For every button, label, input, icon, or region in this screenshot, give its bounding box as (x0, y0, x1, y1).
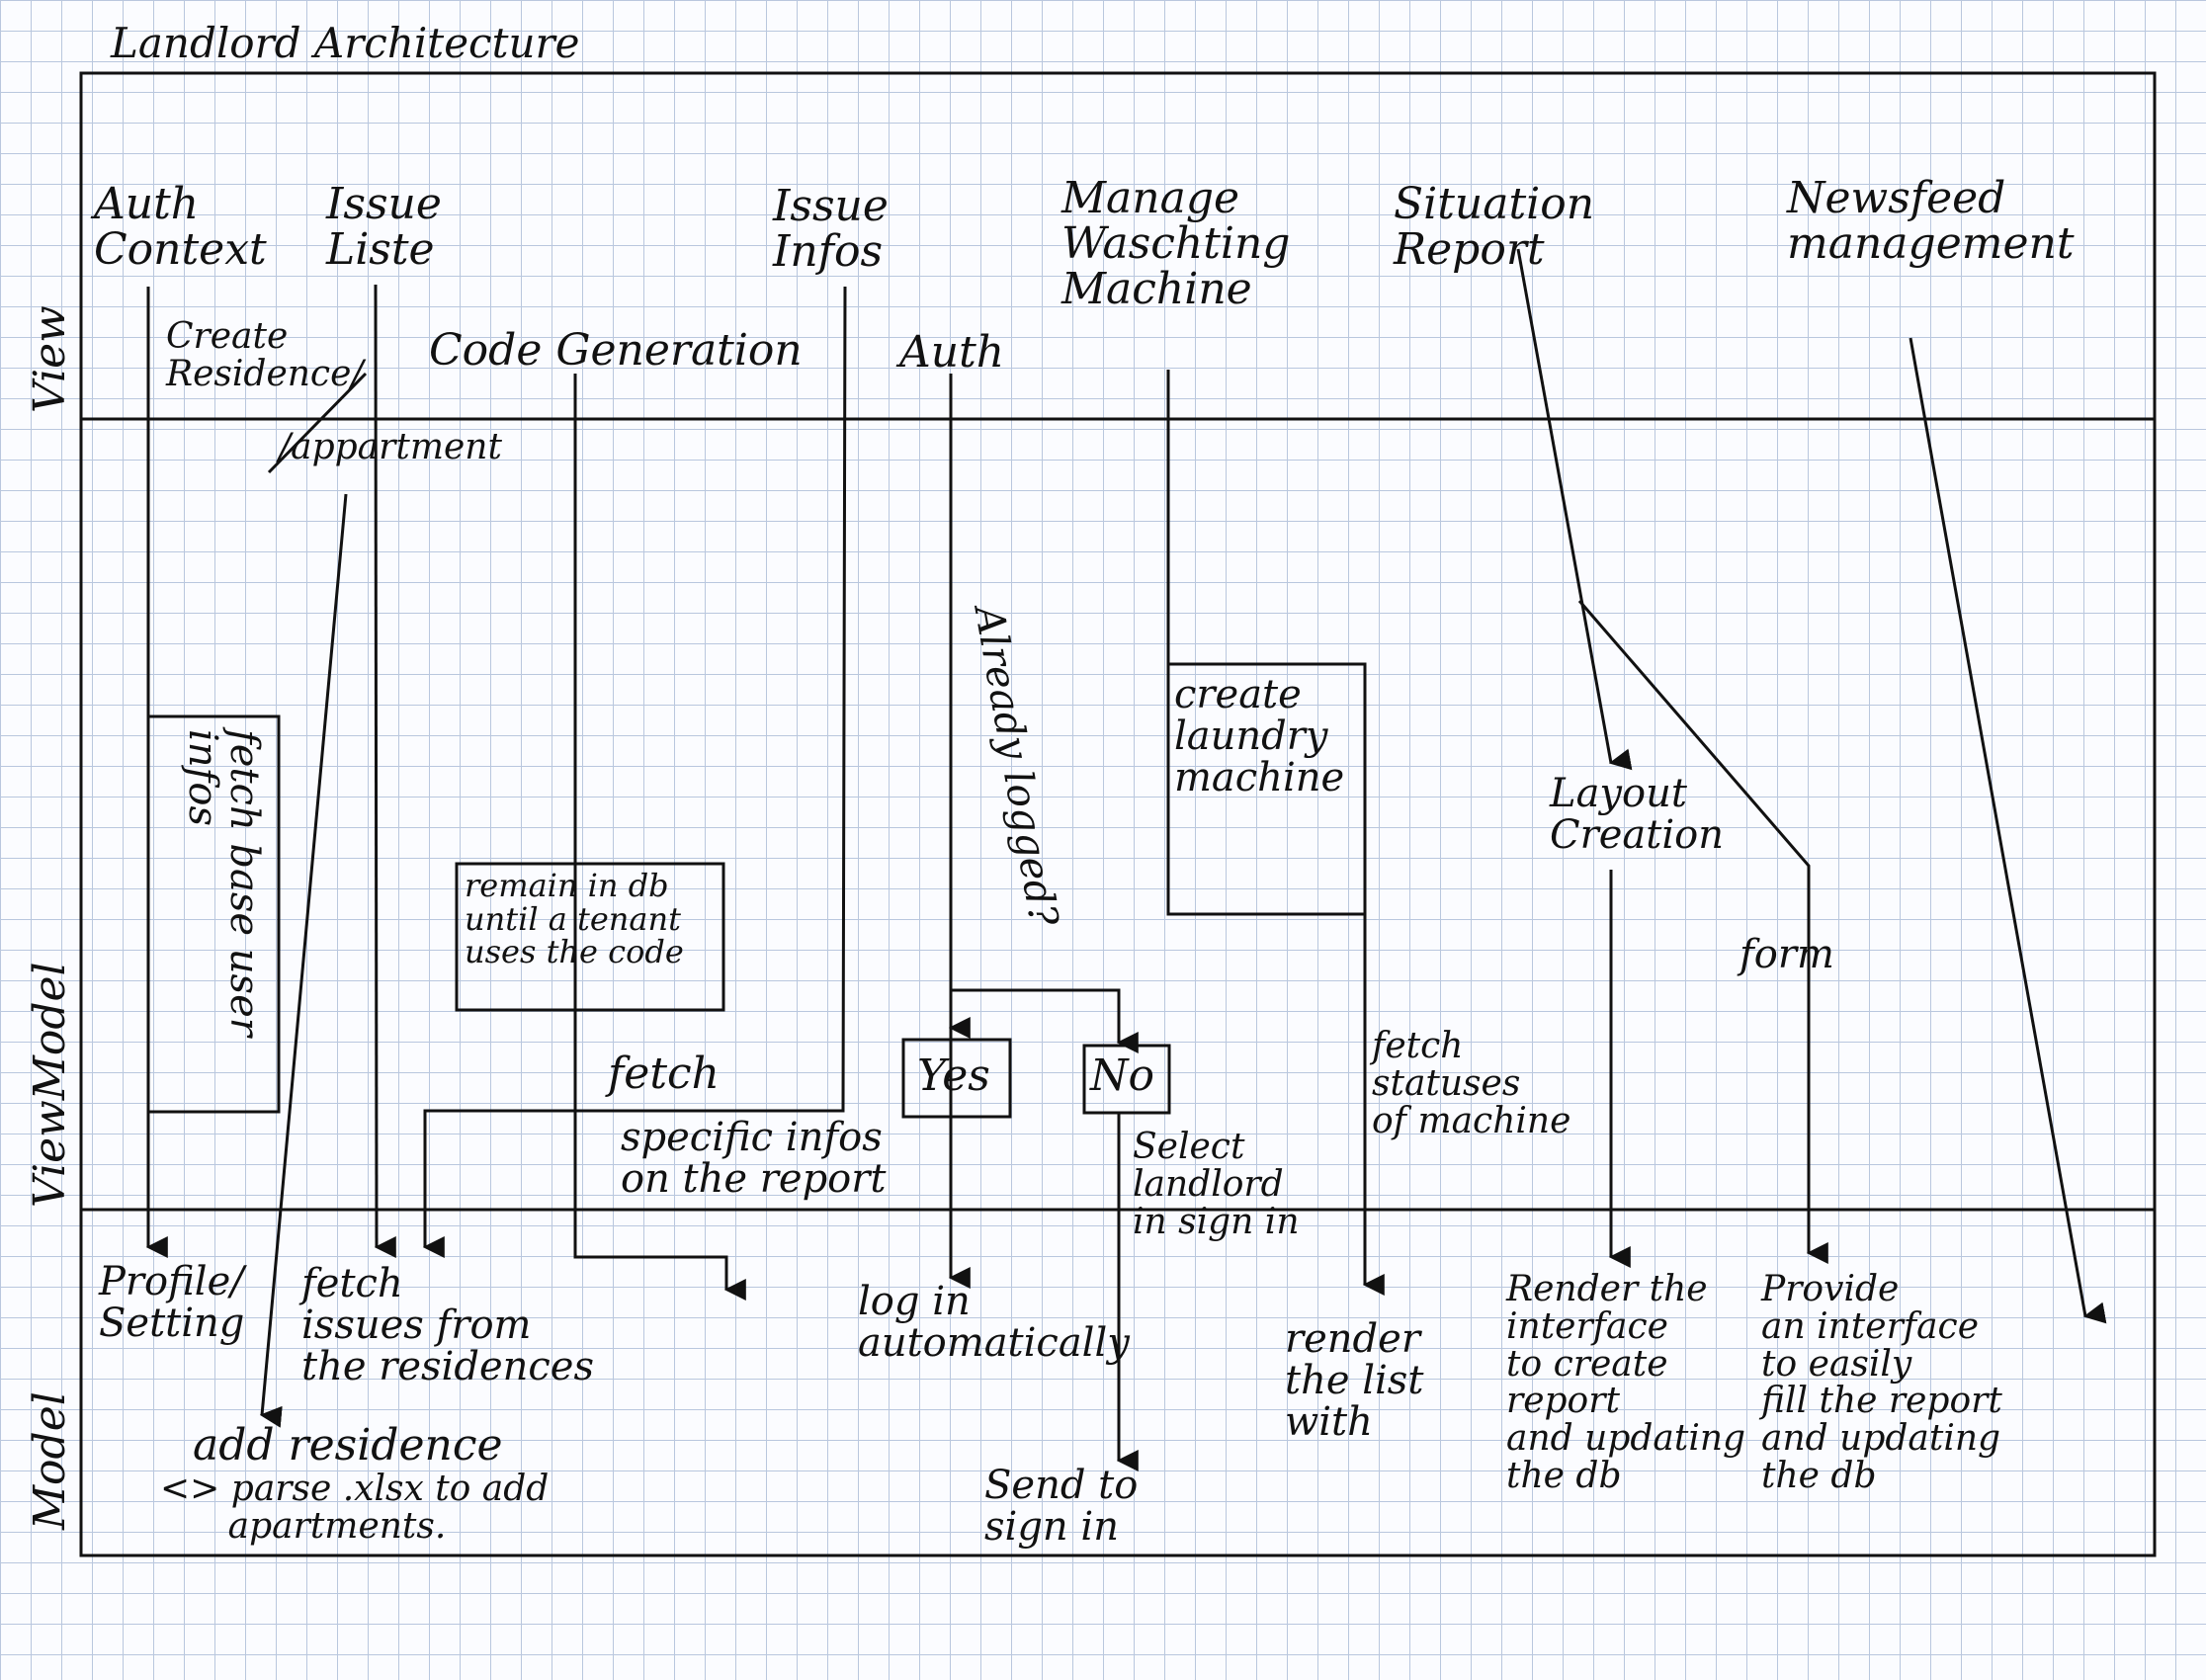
fetch-statuses-label: fetch statuses of machine (1372, 1026, 1571, 1141)
situation-report-label: Situation Report (1394, 179, 1595, 276)
remain-in-db-box (455, 862, 725, 1012)
manage-washing-label: Manage Waschting Machine (1061, 173, 1291, 315)
code-generation-line (573, 374, 746, 1301)
situation-report-arrow (1516, 248, 1633, 771)
remain-in-db-label: remain in db until a tenant uses the cod… (465, 867, 684, 971)
lane-label-view: View (25, 305, 75, 413)
fetch-issues-label: fetch issues from the residences (301, 1261, 594, 1389)
auth-branch (951, 988, 1139, 1053)
code-generation-label: Code Generation (429, 325, 803, 376)
no-box (1082, 1044, 1171, 1115)
create-residence-label: Create Residence/ (166, 316, 364, 394)
profile-setting-label: Profile/ Setting (99, 1259, 245, 1346)
lane-label-viewmodel: ViewModel (25, 962, 75, 1208)
render-interface-label: Render the interface to create report an… (1506, 1269, 1746, 1496)
diagram-title: Landlord Architecture (111, 19, 580, 67)
residence-slash (267, 372, 368, 474)
newsfeed-label: Newsfeed management (1787, 173, 2075, 270)
no-label: No (1090, 1050, 1154, 1101)
issue-liste-line (374, 284, 396, 1258)
parse-xlsx-label: <> parse .xlsx to add apartments. (160, 1469, 550, 1547)
specific-infos-label: specific infos on the report (621, 1115, 887, 1202)
auth-label: Auth (899, 327, 1005, 378)
yes-label: Yes (917, 1050, 990, 1101)
log-in-auto-label: log in automatically (858, 1279, 1130, 1366)
layout-creation-label: Layout Creation (1550, 771, 1724, 858)
issue-infos-line (422, 286, 847, 1258)
create-laundry-label: create laundry machine (1174, 672, 1345, 800)
add-residence-arrow (259, 493, 348, 1428)
lane-label-model: Model (25, 1391, 75, 1530)
newsfeed-arrow (1909, 337, 2107, 1324)
select-landlord-label: Select landlord in sign in (1133, 1127, 1300, 1242)
auth-context-label: Auth Context (94, 179, 267, 276)
issue-infos-label: Issue Infos (773, 181, 889, 278)
send-to-sign-in-label: Send to sign in (984, 1463, 1139, 1550)
issue-liste-label: Issue Liste (326, 179, 442, 276)
render-list-label: render the list with (1285, 1316, 1424, 1445)
diagram-frame (79, 71, 2157, 1557)
situation-form-line (1577, 600, 1828, 1264)
appartment-label: /appartment (279, 427, 502, 467)
fetch-label: fetch (608, 1049, 720, 1099)
fetch-base-user-box (146, 714, 281, 1114)
provide-interface-label: Provide an interface to easily fill the … (1761, 1269, 2002, 1496)
yes-box (901, 1038, 1012, 1119)
form-label: form (1739, 932, 1834, 977)
create-laundry-box (1166, 662, 1367, 916)
fetch-base-user-infos-label: fetch base user infos (180, 729, 267, 1037)
add-residence-label: add residence (193, 1420, 503, 1470)
